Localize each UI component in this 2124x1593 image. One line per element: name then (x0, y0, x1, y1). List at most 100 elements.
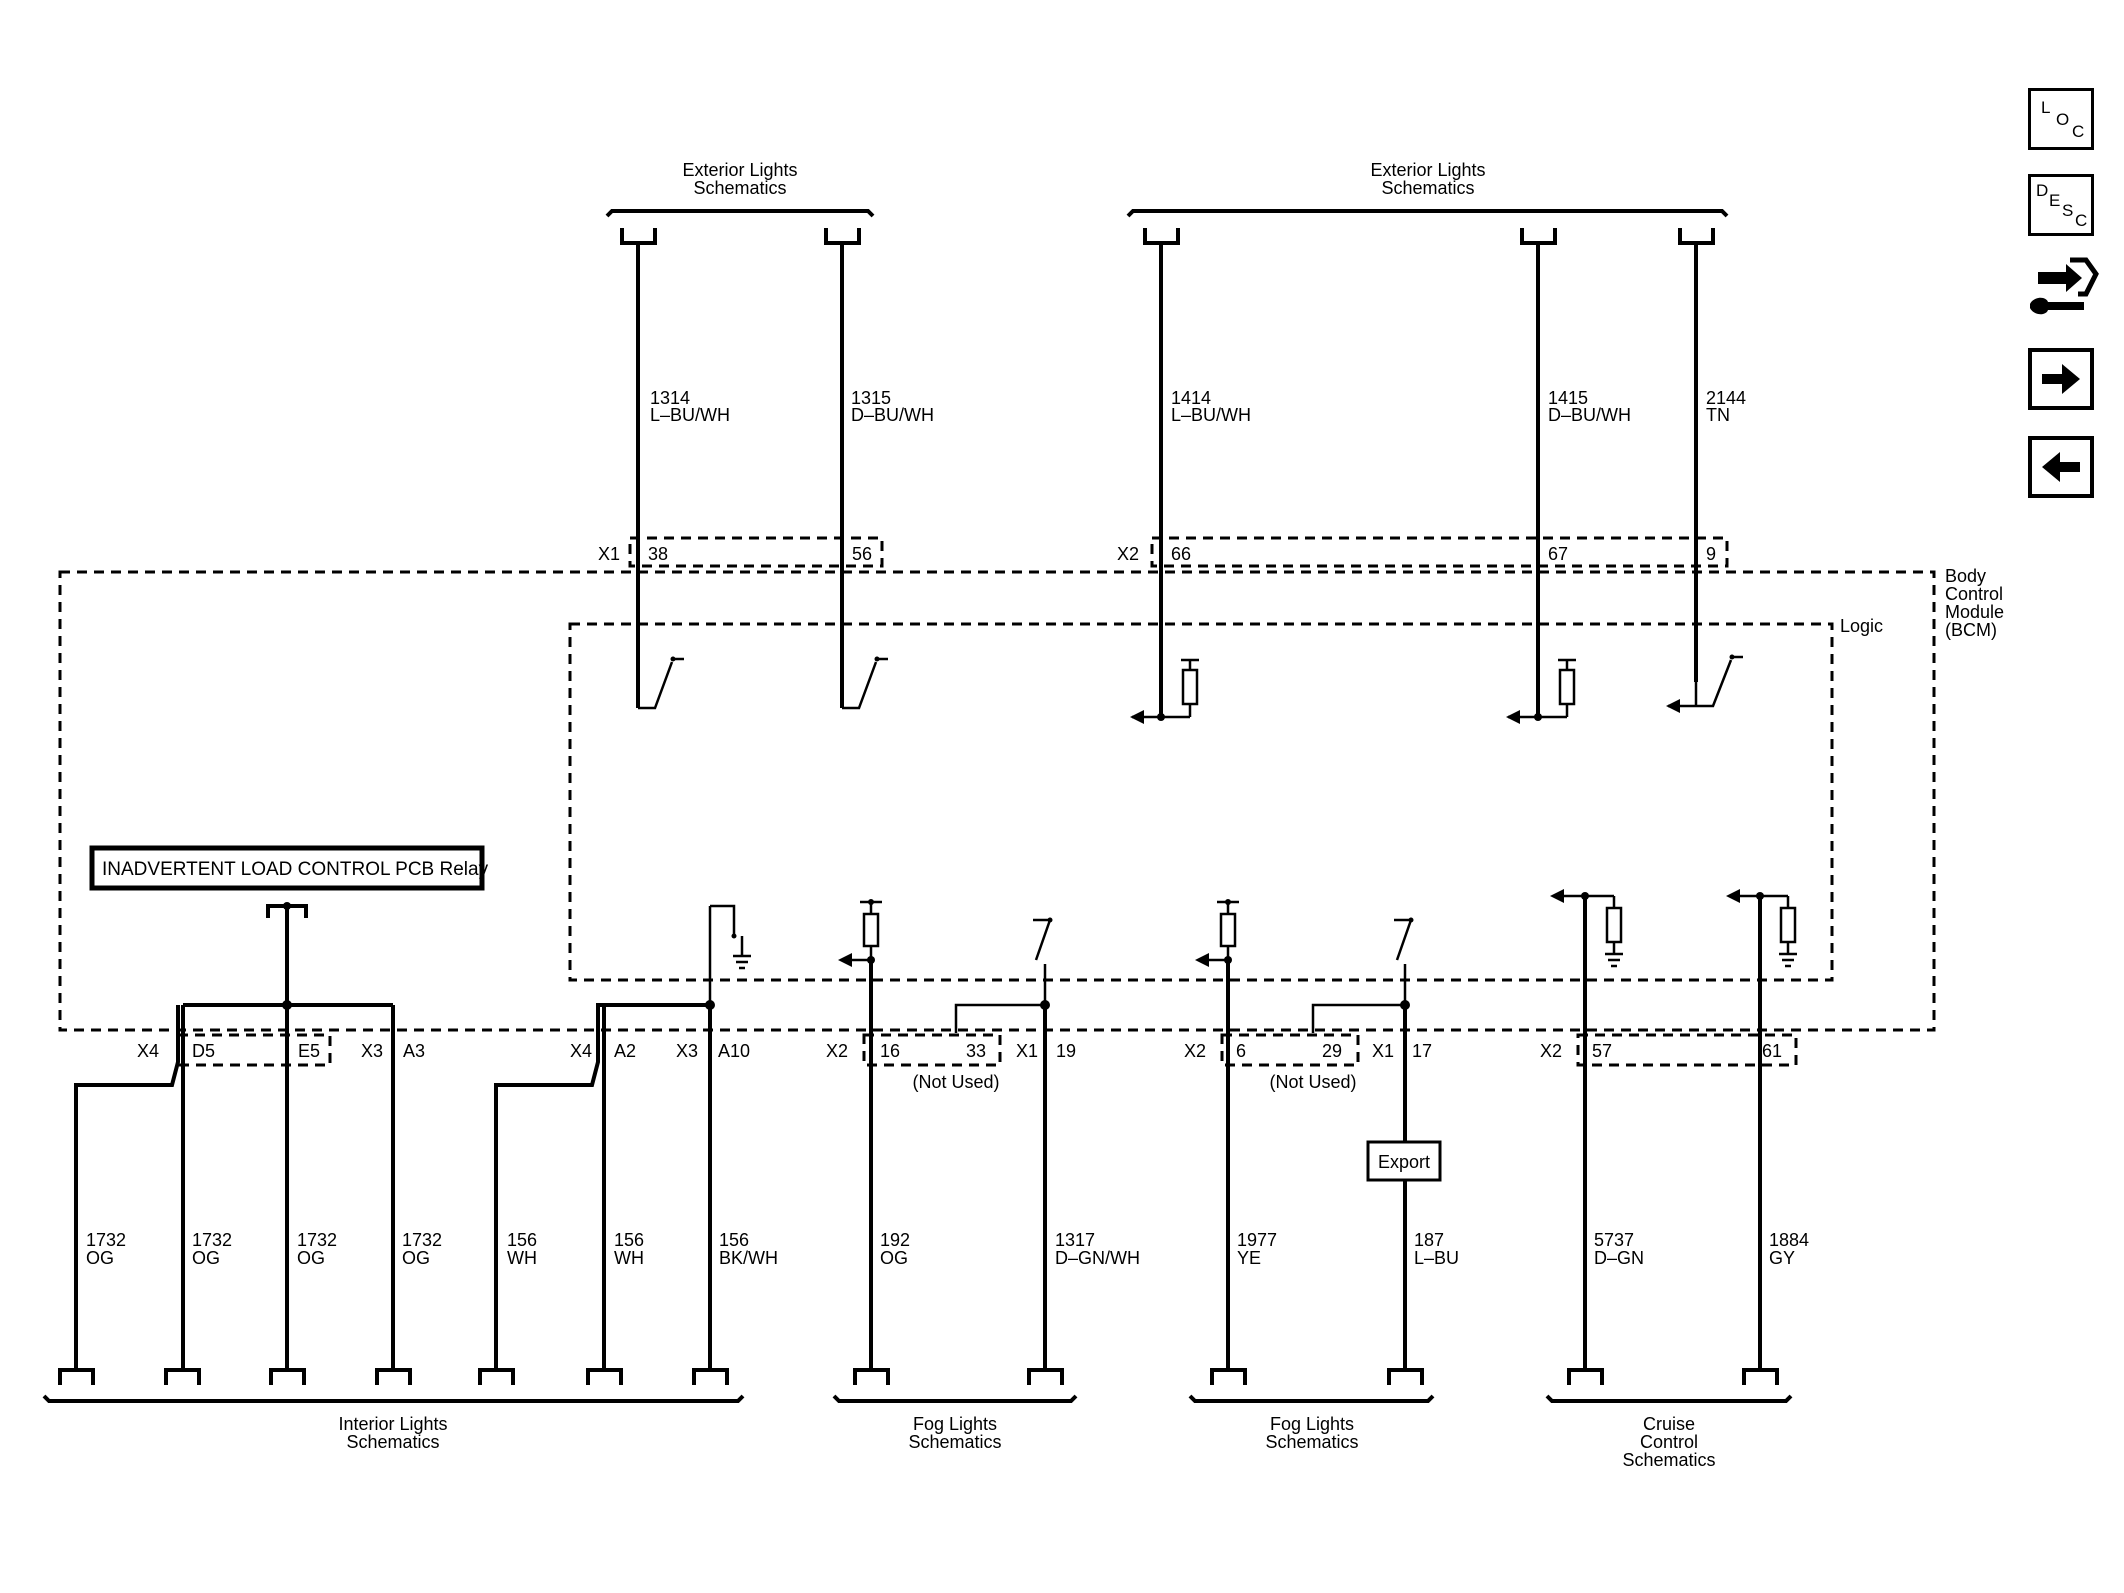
module-label-line1: Body (1945, 566, 1986, 586)
desc-letter-e: E (2049, 191, 2061, 210)
pin-number: A2 (614, 1041, 636, 1061)
connector-name: X2 (826, 1041, 848, 1061)
switch-1314 (638, 656, 684, 710)
wire-color: D–GN/WH (1055, 1248, 1140, 1268)
connector-name: X3 (361, 1041, 383, 1061)
bottom-connector-labels: X4 D5 E5 X3 A3 X4 A2 X3 A10 X2 16 33 X1 … (137, 1041, 1782, 1092)
pin-number: 57 (1592, 1041, 1612, 1061)
top-group-label-line1: Exterior Lights (1370, 160, 1485, 180)
export-box: Export (1366, 1140, 1442, 1182)
bottom-group-label-line2: Schematics (1265, 1432, 1358, 1452)
wire-circuit: 1732 (297, 1230, 337, 1250)
connector-name: X1 (598, 544, 620, 564)
pin-number: E5 (298, 1041, 320, 1061)
pin-number: 6 (1236, 1041, 1246, 1061)
desc-letter-c: C (2075, 211, 2088, 230)
top-group-exterior-lights-2: Exterior Lights Schematics (1126, 160, 1729, 218)
connector-name: X2 (1184, 1041, 1206, 1061)
wire-color: OG (402, 1248, 430, 1268)
wire-circuit: 1315 (851, 388, 891, 408)
connector-x2-16 (862, 1033, 1002, 1067)
connector-name: X1 (1372, 1041, 1394, 1061)
top-group-label-line2: Schematics (1381, 178, 1474, 198)
pin-number: 9 (1706, 544, 1716, 564)
wire-color: L–BU/WH (1171, 405, 1251, 425)
previous-page-button[interactable] (2028, 436, 2094, 498)
switch-1317 (954, 917, 1053, 1033)
connector-name: X4 (570, 1041, 592, 1061)
connector-x2-57 (1576, 1033, 1798, 1067)
wire-circuit: 2144 (1706, 388, 1746, 408)
desc-letter-d: D (2036, 181, 2049, 200)
pin-number: 19 (1056, 1041, 1076, 1061)
wire-color: WH (614, 1248, 644, 1268)
wire-circuit: 1732 (402, 1230, 442, 1250)
bottom-group-label-line1: Fog Lights (1270, 1414, 1354, 1434)
top-group-exterior-lights-1: Exterior Lights Schematics (605, 160, 875, 218)
bottom-group-label-line2: Control (1640, 1432, 1698, 1452)
wire-circuit: 1732 (86, 1230, 126, 1250)
connector-name: X1 (1016, 1041, 1038, 1061)
connector-tool-button[interactable] (2024, 252, 2100, 328)
switch-187 (1311, 917, 1414, 1033)
pin-number: 66 (1171, 544, 1191, 564)
top-terminal (1678, 228, 1715, 245)
desc-button[interactable]: D E S C (2028, 174, 2094, 236)
wire-color: OG (86, 1248, 114, 1268)
pin-number: D5 (192, 1041, 215, 1061)
top-terminal (1143, 228, 1180, 245)
wire-color: GY (1769, 1248, 1795, 1268)
not-used-label: (Not Used) (912, 1072, 999, 1092)
next-page-button[interactable] (2028, 348, 2094, 410)
wire (494, 1003, 604, 1370)
pullup-1414 (1130, 658, 1199, 724)
pullup-5737 (1550, 889, 1623, 968)
pin-number: 56 (852, 544, 872, 564)
relay-connection (183, 902, 393, 1370)
top-wire-1315: 1315 D–BU/WH 56 (824, 228, 934, 708)
pullup-1415 (1506, 658, 1576, 724)
pin-number: 29 (1322, 1041, 1342, 1061)
switch-2144 (1666, 654, 1743, 713)
connector-x2-6 (1220, 1033, 1360, 1067)
pin-number: 38 (648, 544, 668, 564)
top-group-label-line2: Schematics (693, 178, 786, 198)
wire-circuit: 1317 (1055, 1230, 1095, 1250)
connector-tool-icon (2030, 257, 2099, 315)
wire-circuit: 156 (507, 1230, 537, 1250)
bottom-group-label-line2: Schematics (346, 1432, 439, 1452)
wire-circuit: 1414 (1171, 388, 1211, 408)
wire-circuit: 5737 (1594, 1230, 1634, 1250)
wire-color: BK/WH (719, 1248, 778, 1268)
wire-color: TN (1706, 405, 1730, 425)
bottom-group-label-line2: Schematics (908, 1432, 1001, 1452)
switch-1315 (842, 656, 888, 710)
bottom-group-interior-lights: Interior Lights Schematics (42, 1394, 745, 1452)
top-bracket (1126, 209, 1729, 218)
pin-number: 67 (1548, 544, 1568, 564)
wire-color: OG (192, 1248, 220, 1268)
bottom-group-fog-lights-2: Fog Lights Schematics (1188, 1394, 1435, 1452)
wire-color: D–BU/WH (1548, 405, 1631, 425)
top-wire-1415: 1415 D–BU/WH 67 (1520, 228, 1631, 717)
bottom-group-label-line1: Interior Lights (338, 1414, 447, 1434)
wire-circuit: 1884 (1769, 1230, 1809, 1250)
wire-color: L–BU (1414, 1248, 1459, 1268)
export-label: Export (1378, 1152, 1430, 1172)
loc-button[interactable]: L O C (2028, 88, 2094, 150)
wire-circuit: 187 (1414, 1230, 1444, 1250)
wire-color: YE (1237, 1248, 1261, 1268)
top-wire-1314: 1314 L–BU/WH X1 38 (598, 228, 730, 708)
bottom-wires (74, 896, 1762, 1370)
top-wire-1414: 1414 L–BU/WH X2 66 (1117, 228, 1251, 717)
wire-color: L–BU/WH (650, 405, 730, 425)
pullup-1977 (1195, 899, 1239, 967)
wire-circuit: 1732 (192, 1230, 232, 1250)
connector-name: X2 (1117, 544, 1139, 564)
wire-circuit: 1314 (650, 388, 690, 408)
wire-color: OG (880, 1248, 908, 1268)
top-group-label-line1: Exterior Lights (682, 160, 797, 180)
bottom-group-fog-lights-1: Fog Lights Schematics (832, 1394, 1078, 1452)
bottom-group-label-line3: Schematics (1622, 1450, 1715, 1470)
